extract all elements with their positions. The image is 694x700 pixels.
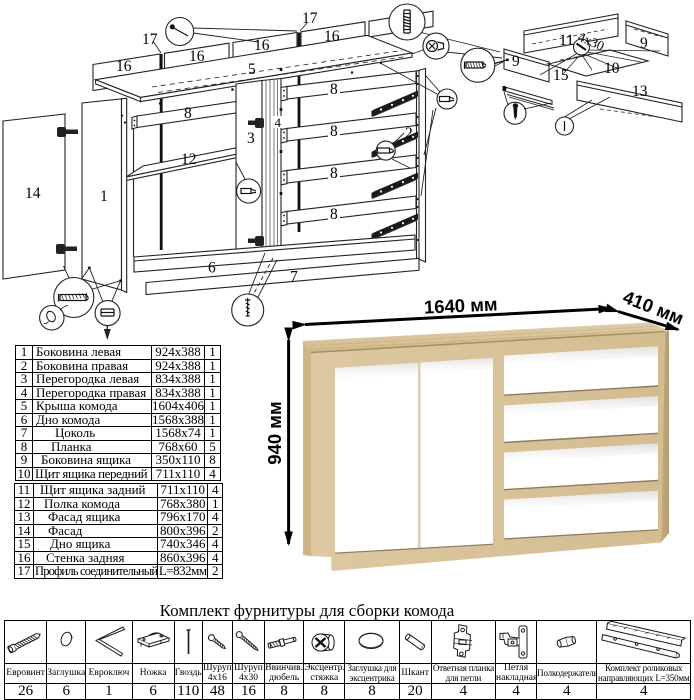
- svg-text:1: 1: [100, 188, 108, 205]
- svg-text:8: 8: [330, 81, 338, 98]
- svg-text:10: 10: [604, 60, 620, 77]
- svg-text:940 мм: 940 мм: [264, 401, 285, 464]
- svg-text:2: 2: [405, 125, 413, 142]
- svg-text:8: 8: [330, 123, 338, 140]
- svg-text:13: 13: [632, 83, 648, 100]
- svg-text:4: 4: [275, 115, 282, 130]
- svg-text:16: 16: [116, 58, 132, 75]
- svg-text:8: 8: [330, 206, 338, 223]
- svg-text:16: 16: [254, 37, 270, 54]
- svg-text:14: 14: [25, 185, 41, 202]
- svg-text:7: 7: [290, 269, 298, 286]
- svg-text:9: 9: [640, 35, 648, 52]
- svg-text:5: 5: [248, 61, 256, 78]
- svg-text:12: 12: [181, 151, 197, 168]
- svg-text:11: 11: [559, 32, 574, 49]
- svg-text:9: 9: [512, 53, 520, 70]
- svg-text:6: 6: [208, 260, 216, 277]
- svg-text:16: 16: [324, 28, 340, 45]
- svg-text:8: 8: [184, 105, 192, 122]
- svg-text:17: 17: [302, 10, 318, 27]
- svg-text:8: 8: [330, 165, 338, 182]
- svg-text:3: 3: [247, 130, 255, 147]
- svg-text:15: 15: [553, 67, 569, 84]
- svg-text:16: 16: [189, 48, 205, 65]
- svg-text:1640 мм: 1640 мм: [423, 293, 498, 317]
- svg-text:17: 17: [142, 31, 158, 48]
